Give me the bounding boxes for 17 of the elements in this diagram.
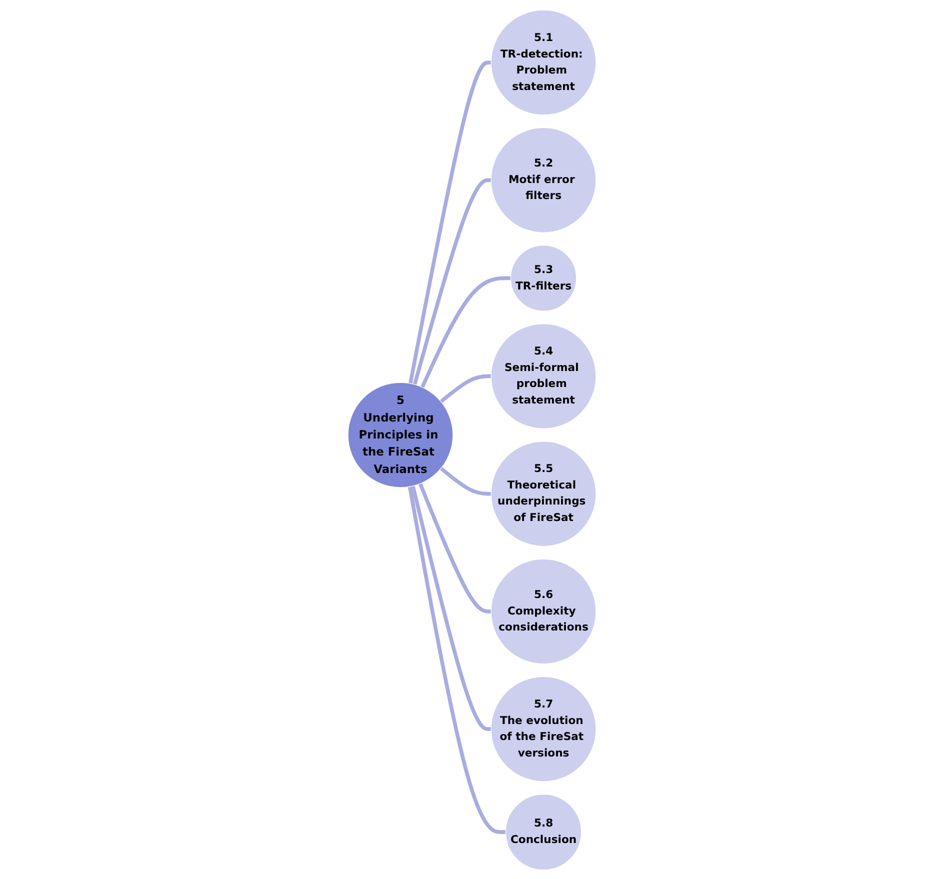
node-circle: 5.5 Theoretical underpinnings of FireSat [490,440,596,546]
node-circle: 5.7 The evolution of the FireSat versions [490,676,596,782]
connector [407,486,506,834]
node-circle: 5.4 Semi-formal problem statement [490,322,596,428]
node-circle: 5.3 TR-filters [510,244,576,311]
connector [439,466,491,496]
node-circle: 5.2 Motif error filters [490,126,596,232]
node-circle: 5.1 TR-detection: Problem statement [490,9,596,115]
connector [408,60,491,384]
connector [420,276,510,388]
connector [418,482,491,613]
connector [410,485,491,730]
node-circle: 5.6 Complexity considerations [490,558,596,664]
connector [412,178,491,385]
node-circle: 5 Underlying Principles in the FireSat Variants [347,382,453,488]
connector [439,374,491,403]
node-circle: 5.8 Conclusion [504,793,582,870]
